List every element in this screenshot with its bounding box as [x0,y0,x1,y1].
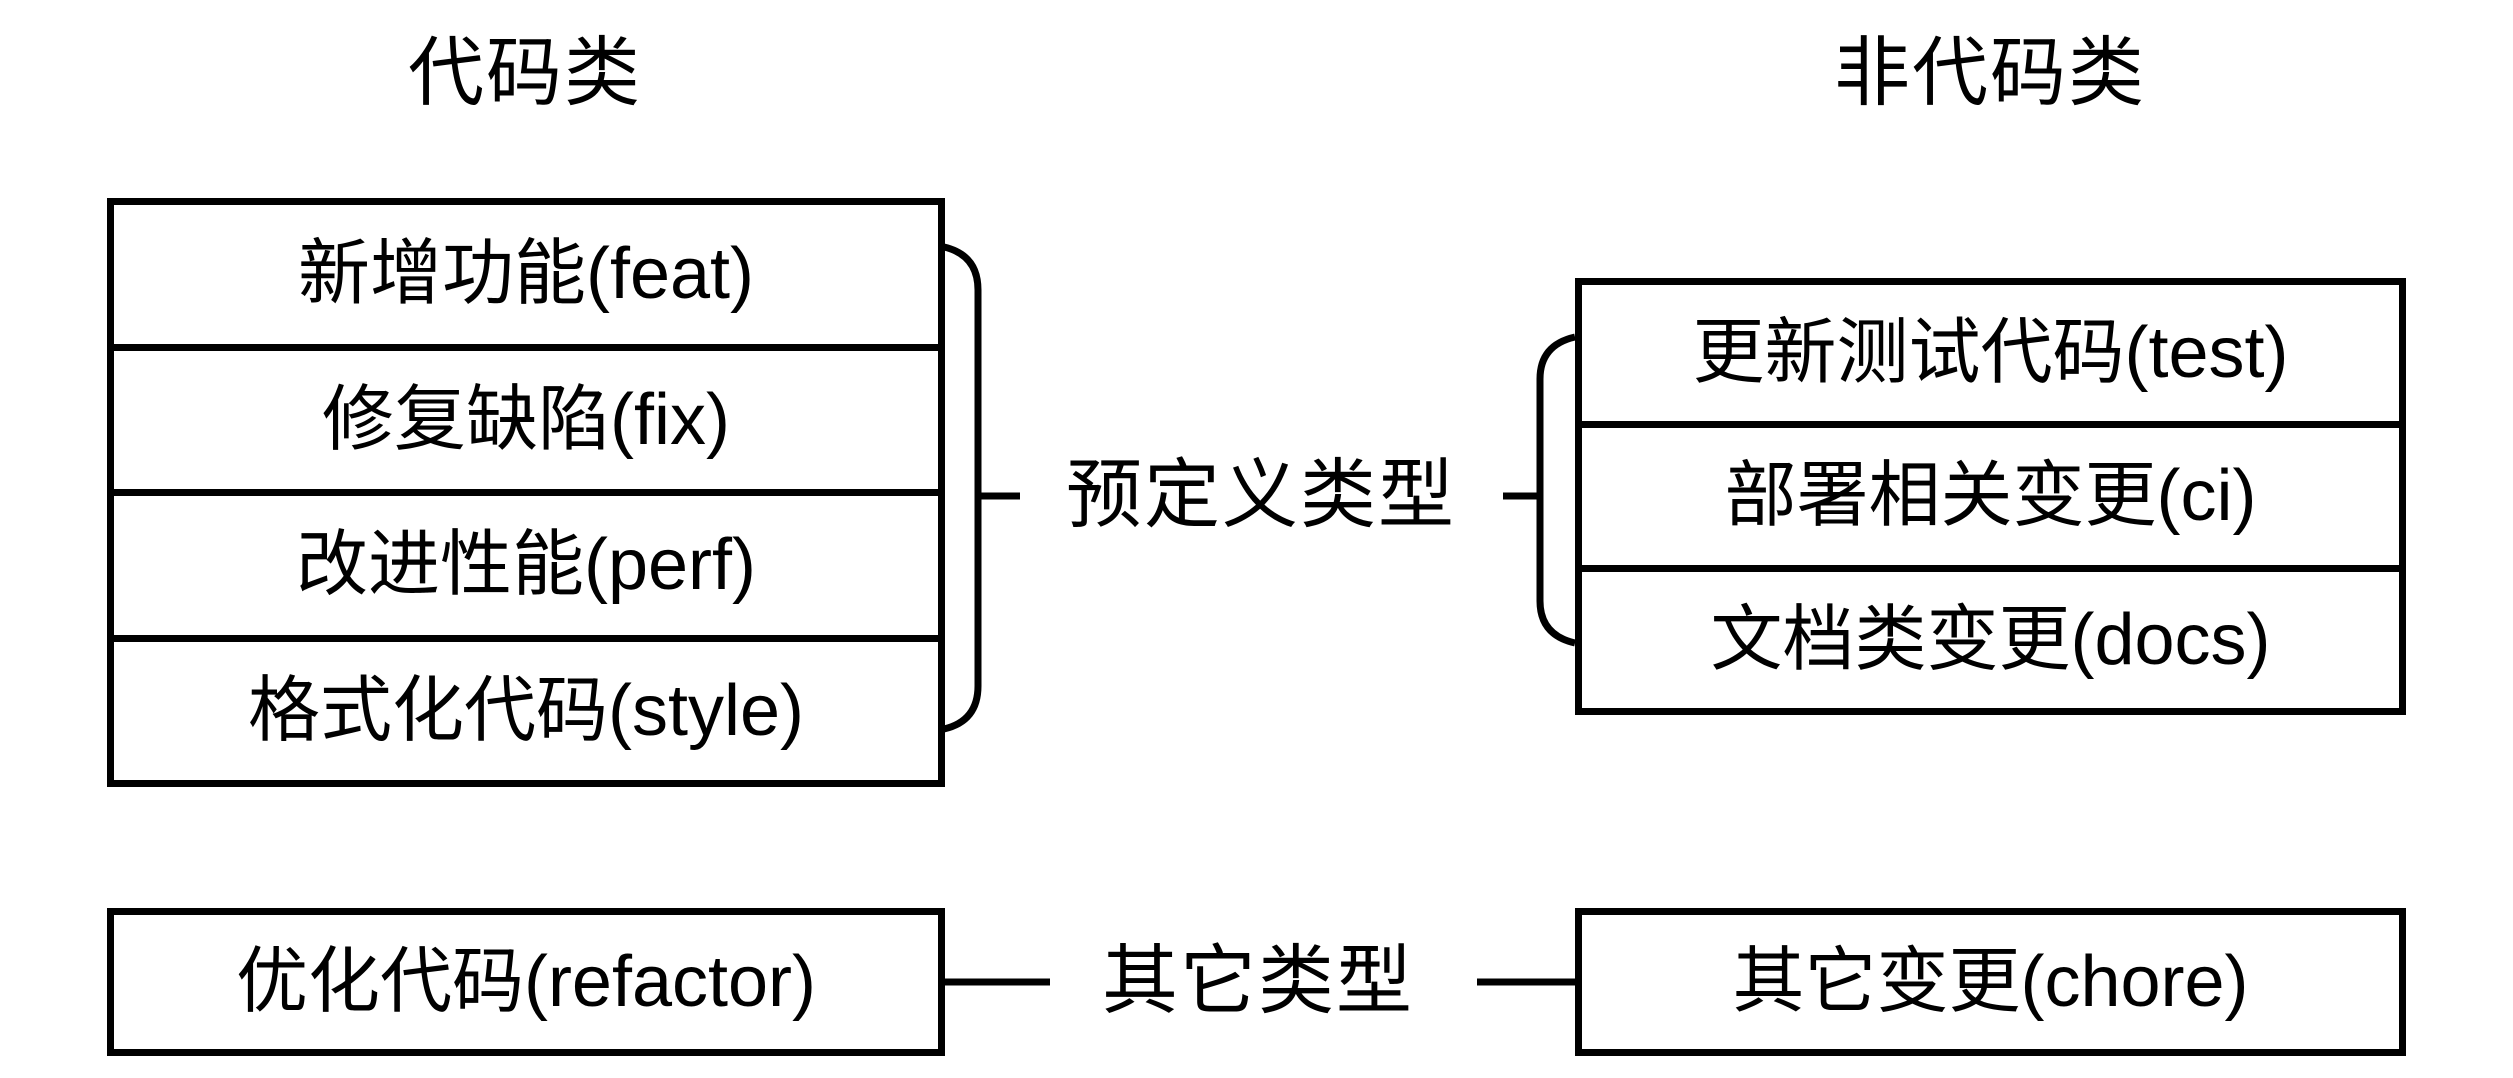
box-perf: 改进性能(perf) [114,489,938,635]
box-style: 格式化代码(style) [114,634,938,781]
box-refactor: 优化代码(refactor) [107,908,945,1056]
code-stack-brace [943,243,982,733]
noncode-predefined-stack: 更新测试代码(test) 部署相关变更(ci) 文档类变更(docs) [1575,278,2406,715]
label-predefined-type: 预定义类型 [1066,453,1456,538]
label-other-type: 其它类型 [1102,939,1414,1024]
column-title-code: 代码类 [408,31,642,116]
box-ci: 部署相关变更(ci) [1582,421,2399,564]
noncode-stack-brace [1536,333,1576,647]
box-fix: 修复缺陷(fix) [114,343,938,490]
box-docs: 文档类变更(docs) [1582,564,2399,708]
column-title-noncode: 非代码类 [1834,31,2146,116]
box-test: 更新测试代码(test) [1692,313,2289,394]
box-chore: 其它变更(chore) [1575,908,2406,1056]
code-predefined-stack: 新增功能(feat) 修复缺陷(fix) 改进性能(perf) 格式化代码(st… [107,198,945,787]
box-feat: 新增功能(feat) [297,234,755,315]
